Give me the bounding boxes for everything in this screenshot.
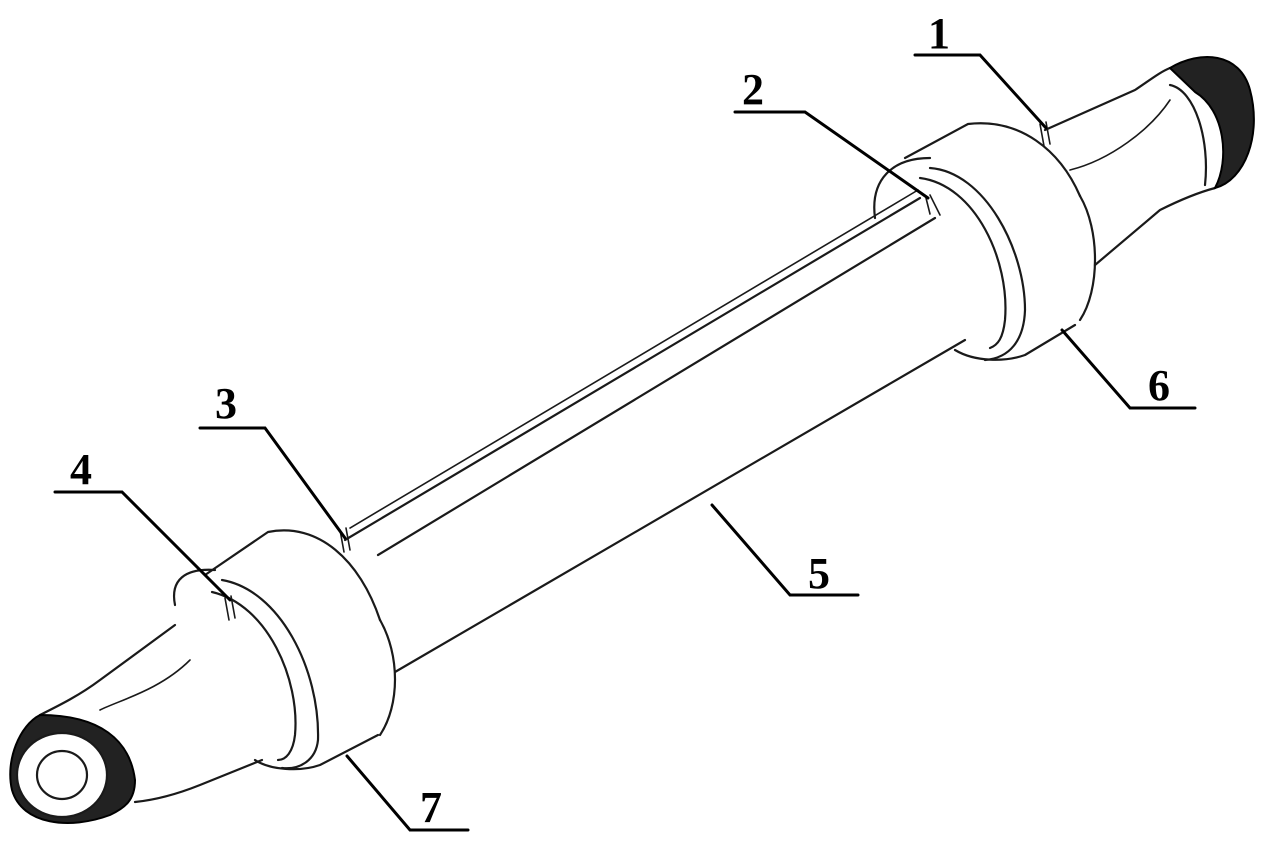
callout-1: 1 xyxy=(928,9,950,58)
left-collar-bottom xyxy=(253,733,380,771)
left-cone xyxy=(9,623,264,824)
leader-1 xyxy=(913,53,1048,130)
leader-3 xyxy=(198,426,347,540)
left-collar-back-edge xyxy=(378,618,397,737)
right-cone-end-face xyxy=(1168,83,1207,187)
left-cone-top xyxy=(38,623,177,717)
shaft-upper-edge xyxy=(343,196,922,542)
right-collar-face-left xyxy=(873,156,932,220)
leader-2 xyxy=(733,110,930,200)
left-end-bore xyxy=(35,749,89,801)
shaft-lower-edge xyxy=(393,338,967,674)
shaft-keyway-top xyxy=(349,189,919,529)
callout-3: 3 xyxy=(215,379,237,428)
shaft-keyway-edge xyxy=(376,216,937,557)
right-key-mark xyxy=(925,194,941,216)
right-collar-bore xyxy=(918,176,1007,350)
leader-lines xyxy=(53,53,1197,832)
right-cone-top xyxy=(1043,66,1172,132)
right-cone-mid xyxy=(1069,99,1171,171)
callout-2: 2 xyxy=(742,65,764,114)
left-collar-front-face xyxy=(220,578,320,770)
callout-4: 4 xyxy=(70,445,92,494)
right-collar-top xyxy=(903,122,1082,198)
left-cone-bottom xyxy=(133,758,264,804)
main-shaft xyxy=(343,189,967,674)
left-collar-top xyxy=(203,529,382,622)
right-collar-back-edge xyxy=(1078,194,1097,322)
callout-6: 6 xyxy=(1148,361,1170,410)
callout-5: 5 xyxy=(808,549,830,598)
left-key-mark xyxy=(224,595,236,621)
right-top-key-mark xyxy=(1039,121,1051,147)
left-cone-mid xyxy=(99,659,191,711)
callout-7: 7 xyxy=(420,783,442,832)
left-collar xyxy=(172,527,397,771)
leader-5 xyxy=(710,503,860,597)
right-thread xyxy=(1168,56,1255,190)
right-cone-bottom xyxy=(1093,186,1217,267)
right-cone xyxy=(1043,56,1255,267)
leader-6 xyxy=(1060,328,1197,410)
left-collar-face-left xyxy=(172,568,217,607)
right-collar xyxy=(873,121,1097,362)
callout-labels: 1 2 3 4 5 6 7 xyxy=(70,9,1170,832)
left-collar-bore xyxy=(210,590,297,762)
right-collar-bottom xyxy=(953,323,1077,361)
right-collar-front-face xyxy=(928,166,1027,362)
leader-7 xyxy=(345,754,470,832)
leader-4 xyxy=(53,490,232,602)
